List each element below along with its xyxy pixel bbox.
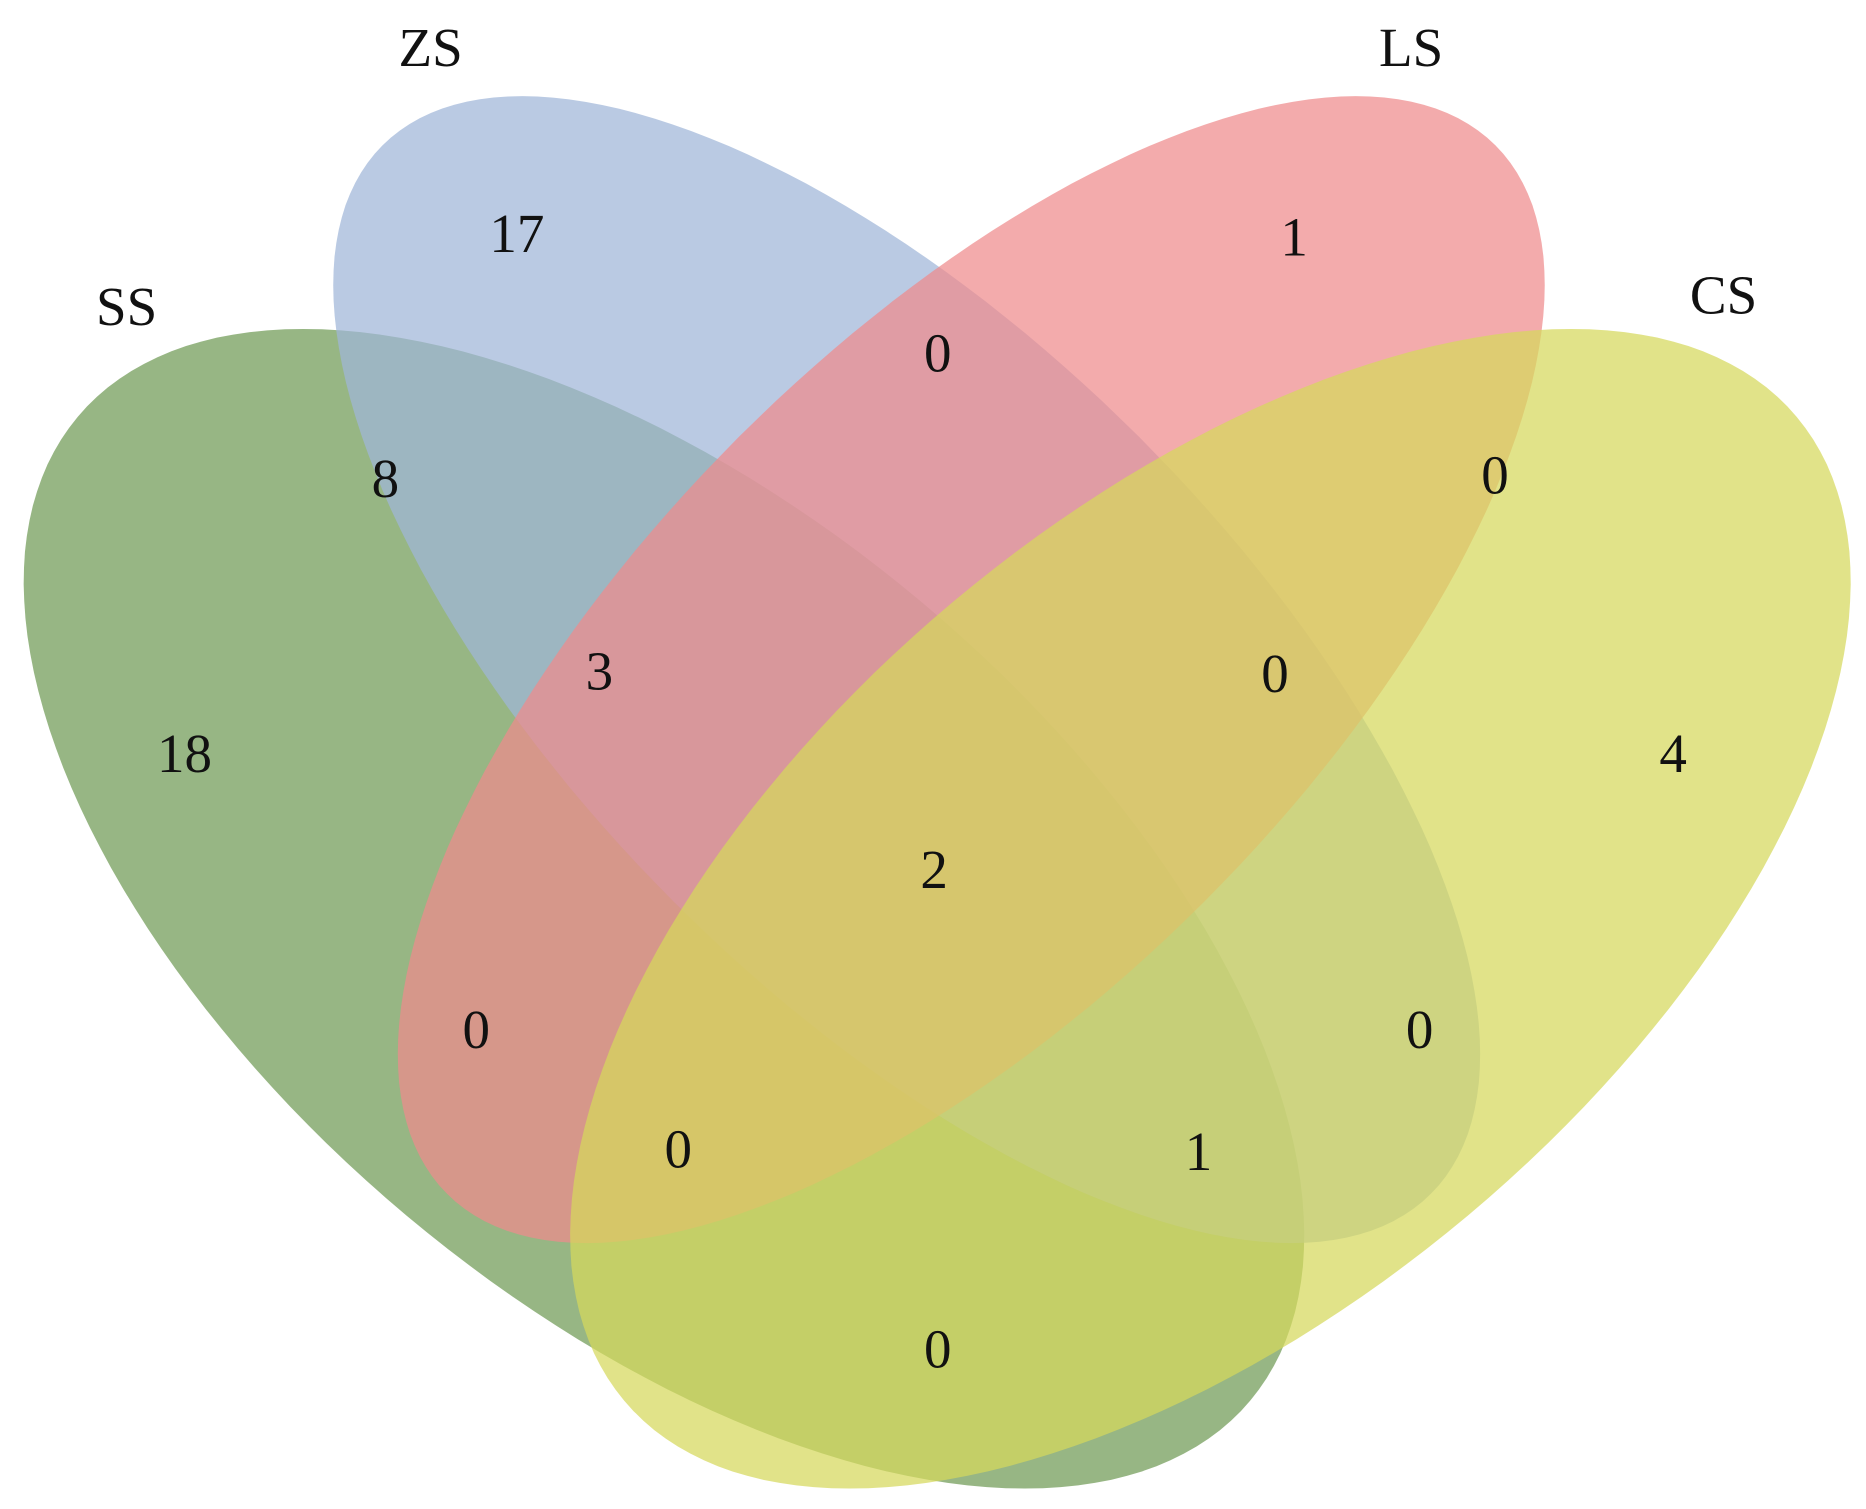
- set-ellipse-cs: [570, 328, 1851, 1489]
- set-label-cs: CS: [1690, 264, 1757, 325]
- region-count-zs-ls: 0: [924, 322, 952, 383]
- set-label-zs: ZS: [399, 17, 463, 78]
- region-count-ss-ls-cs: 0: [665, 1119, 693, 1180]
- region-count-ss-zs-ls: 3: [586, 640, 614, 701]
- region-count-ls-cs: 0: [1481, 444, 1508, 505]
- region-count-ss-ls: 0: [462, 999, 490, 1060]
- set-label-ls: LS: [1379, 17, 1443, 78]
- region-count-all: 2: [920, 839, 948, 900]
- region-count-ss-zs: 8: [372, 448, 400, 509]
- region-count-zs-ls-cs: 0: [1261, 643, 1289, 704]
- region-count-ls: 1: [1280, 206, 1308, 267]
- region-count-zs: 17: [489, 203, 544, 264]
- region-count-cs: 4: [1659, 723, 1687, 784]
- region-count-ss-zs-cs: 1: [1185, 1121, 1212, 1182]
- region-count-ss-cs: 0: [924, 1318, 952, 1379]
- set-label-ss: SS: [96, 276, 157, 337]
- region-count-zs-cs: 0: [1406, 999, 1434, 1060]
- region-count-ss: 18: [157, 723, 212, 784]
